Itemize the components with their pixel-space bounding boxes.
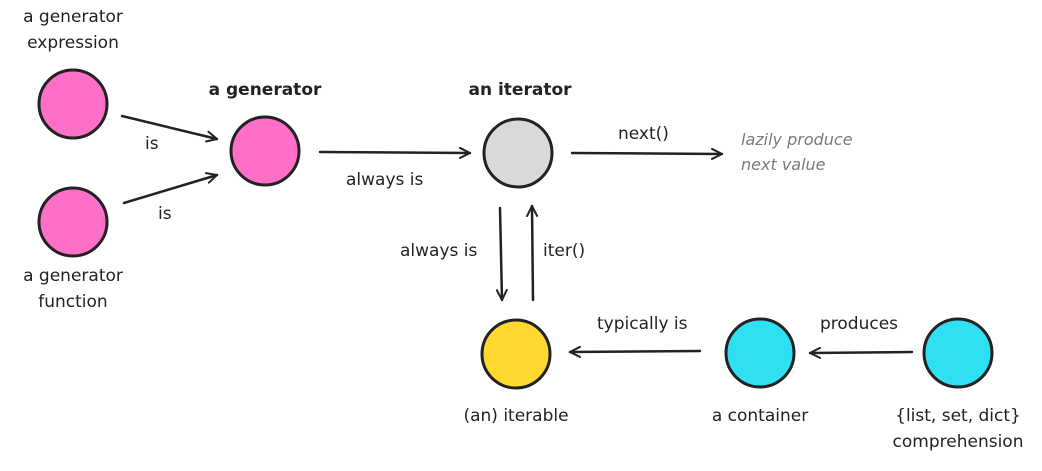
arrow-container-to-iterable (568, 345, 702, 358)
edge-label-container-to-iterable: typically is (597, 314, 688, 334)
label-iterator: an iterator (468, 80, 572, 100)
label-generator: a generator (208, 80, 322, 100)
arrow-func-to-generator (122, 172, 219, 205)
node-iterator (482, 117, 554, 189)
edge-label-iterator-to-iterable: always is (400, 241, 478, 261)
node-generator-function (37, 186, 109, 258)
label-comprehension: {list, set, dict} comprehension (892, 406, 1024, 452)
edge-label-expr-to-generator: is (145, 134, 159, 154)
edge-label-func-to-generator: is (158, 204, 172, 224)
arrow-generator-to-iterator (318, 146, 472, 159)
edge-label-comprehension-to-container: produces (820, 314, 899, 334)
label-generator-expression: a generator expression (23, 7, 123, 53)
edge-label-generator-to-iterator: always is (346, 170, 424, 190)
node-container (724, 317, 796, 389)
label-iterable: (an) iterable (463, 406, 569, 426)
node-generator-expression (37, 68, 109, 140)
arrow-iterable-to-iterator (526, 204, 539, 302)
arrow-comprehension-to-container (808, 346, 914, 359)
annotation-lazy-produce: lazily produce next value (741, 130, 853, 174)
node-generator (229, 115, 301, 187)
arrow-iterator-next (570, 147, 724, 160)
edge-label-iterable-to-iterator: iter() (543, 241, 586, 261)
node-iterable (480, 318, 552, 390)
arrow-iterator-to-iterable (495, 206, 508, 302)
arrow-expr-to-generator (120, 114, 219, 143)
node-comprehension (922, 317, 994, 389)
label-generator-function: a generator function (23, 266, 123, 312)
label-container: a container (711, 406, 809, 426)
edge-label-iterator-next: next() (618, 124, 669, 144)
